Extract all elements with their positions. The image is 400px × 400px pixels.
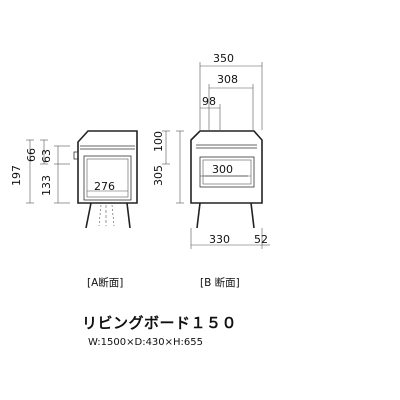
section-b-bottom-dimensions xyxy=(190,228,270,249)
dim-100: 100 xyxy=(152,131,165,152)
section-a-hinge xyxy=(73,151,79,160)
dim-308: 308 xyxy=(217,73,238,86)
section-b-outline xyxy=(190,130,263,204)
dim-63: 63 xyxy=(40,149,53,163)
dim-98: 98 xyxy=(202,95,216,108)
section-a-leg-right xyxy=(126,202,131,229)
dim-66: 66 xyxy=(25,148,38,162)
dim-52: 52 xyxy=(254,233,268,246)
section-b-drawer xyxy=(199,156,255,188)
section-b-leg-left xyxy=(196,202,201,229)
section-b-label: [B 断面] xyxy=(200,276,240,289)
dim-300: 300 xyxy=(212,163,233,176)
section-a-drawing xyxy=(73,130,138,229)
section-b-top-dimensions xyxy=(199,62,263,130)
section-a-leg-left xyxy=(85,202,92,229)
section-b-side-dimensions xyxy=(162,130,184,204)
section-a-dimensions xyxy=(26,139,128,204)
dim-350: 350 xyxy=(213,52,234,65)
dim-305: 305 xyxy=(152,165,165,186)
product-name: リビングボード１５０ xyxy=(82,314,237,332)
section-b-drawing xyxy=(190,130,263,229)
dim-133: 133 xyxy=(40,175,53,196)
dim-276: 276 xyxy=(94,180,115,193)
dim-330: 330 xyxy=(209,233,230,246)
section-b-leg-right xyxy=(250,202,255,229)
section-a-label: [A断面] xyxy=(87,276,123,289)
product-spec: W:1500×D:430×H:655 xyxy=(88,337,203,348)
section-a-compartment xyxy=(83,155,132,201)
dim-197: 197 xyxy=(10,165,23,186)
